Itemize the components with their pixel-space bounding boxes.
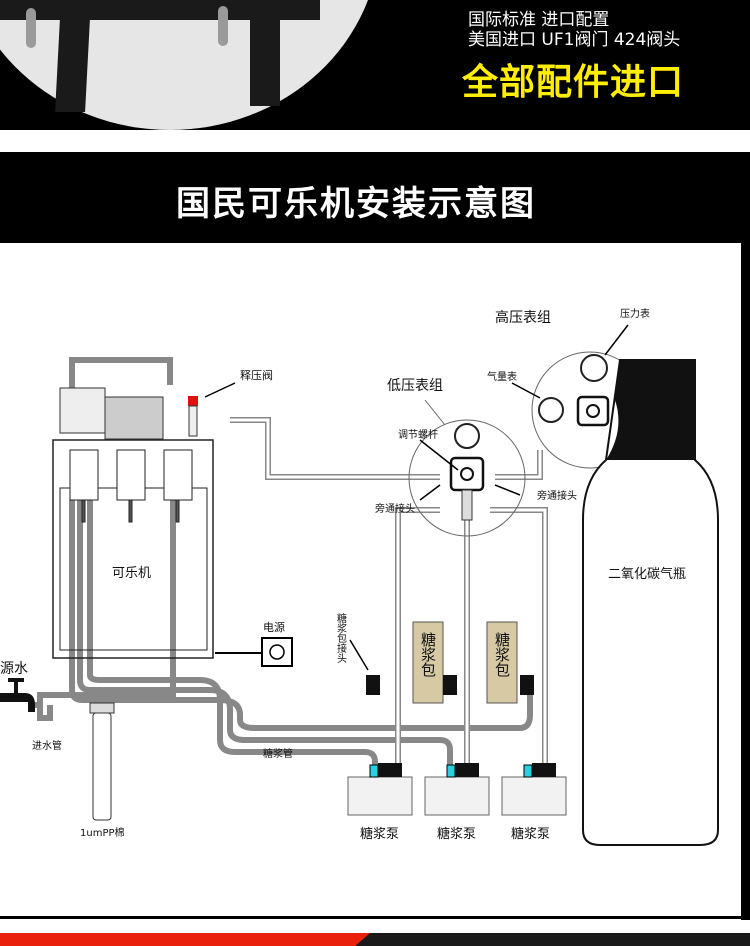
bottom-red-accent — [0, 933, 370, 946]
label-pump-3: 糖浆泵 — [511, 826, 550, 842]
syrup-pipe — [69, 500, 533, 731]
label-filter: 1umPP棉 — [80, 826, 125, 839]
pp-filter — [92, 712, 112, 821]
compressor — [104, 396, 164, 440]
page-title: 国民可乐机安装示意图 — [176, 184, 536, 224]
label-release-valve: 释压阀 — [240, 368, 273, 382]
high-pressure-regulator — [576, 395, 610, 427]
label-gas-gauge: 气量表 — [487, 370, 517, 383]
top-banner: 国际标准 进口配置 美国进口 UF1阀门 424阀头 全部配件进口 — [0, 0, 750, 130]
syrup-pipe — [77, 500, 453, 775]
label-syrup-bag-1: 糖浆包 — [419, 632, 437, 677]
title-band — [0, 152, 750, 243]
label-cola-machine: 可乐机 — [112, 566, 151, 581]
low-pressure-regulator — [449, 456, 485, 492]
promo-headline: 全部配件进口 — [462, 62, 685, 103]
drip-mark — [26, 8, 36, 48]
drip-mark — [218, 6, 228, 46]
release-valve — [188, 396, 198, 406]
syrup-bag — [412, 621, 444, 704]
faucet-icon — [0, 693, 35, 712]
syrup-connectors — [366, 675, 534, 695]
label-inlet-pipe: 进水管 — [32, 739, 62, 752]
low-pressure-callout — [408, 419, 526, 537]
label-adjust-screw: 调节螺杆 — [398, 429, 438, 441]
co2-pipe — [230, 417, 440, 480]
label-low-pressure-group: 低压表组 — [387, 378, 443, 394]
power-icon — [269, 644, 285, 660]
dispense-valves — [69, 449, 193, 523]
co2-bottle — [582, 359, 719, 846]
co2-pipe-high — [495, 450, 543, 480]
label-bypass-left: 旁通接头 — [375, 502, 415, 515]
label-syrup-connector: 糖浆包接头 — [335, 612, 347, 664]
label-pressure-gauge: 压力表 — [620, 307, 650, 320]
compressor-motor — [59, 387, 106, 434]
promo-line-1: 国际标准 进口配置 — [468, 10, 610, 30]
pressure-gauge — [580, 354, 608, 382]
gas-gauge — [538, 397, 564, 423]
power-socket — [261, 637, 293, 667]
compressor-pipe — [69, 357, 173, 392]
label-pump-2: 糖浆泵 — [437, 826, 476, 842]
installation-diagram: 释压阀 高压表组 压力表 气量表 低压表组 调节螺杆 旁通接头 旁通接头 可乐机… — [0, 243, 750, 920]
inlet-pipe — [37, 705, 53, 721]
low-pressure-gauge — [454, 423, 480, 449]
frame-bottom — [0, 916, 750, 919]
label-power: 电源 — [263, 620, 285, 634]
label-pump-1: 糖浆泵 — [360, 826, 399, 842]
bottle-valve — [606, 360, 695, 460]
frame-right — [741, 243, 750, 920]
syrup-pumps — [347, 763, 567, 816]
label-bypass-right: 旁通接头 — [537, 489, 577, 502]
label-co2-bottle: 二氧化碳气瓶 — [608, 566, 686, 582]
arrow — [204, 382, 236, 398]
label-syrup-bag-2: 糖浆包 — [493, 632, 511, 677]
syrup-bag — [486, 621, 518, 704]
filter-head — [89, 702, 115, 714]
label-syrup-pipe: 糖浆管 — [263, 747, 293, 760]
machine-base — [0, 0, 320, 20]
cola-machine — [52, 439, 214, 659]
label-water-source: 源水 — [0, 661, 28, 677]
syrup-pipe — [87, 500, 378, 775]
label-high-pressure-group: 高压表组 — [495, 309, 551, 326]
promo-line-2: 美国进口 UF1阀门 424阀头 — [468, 30, 681, 50]
